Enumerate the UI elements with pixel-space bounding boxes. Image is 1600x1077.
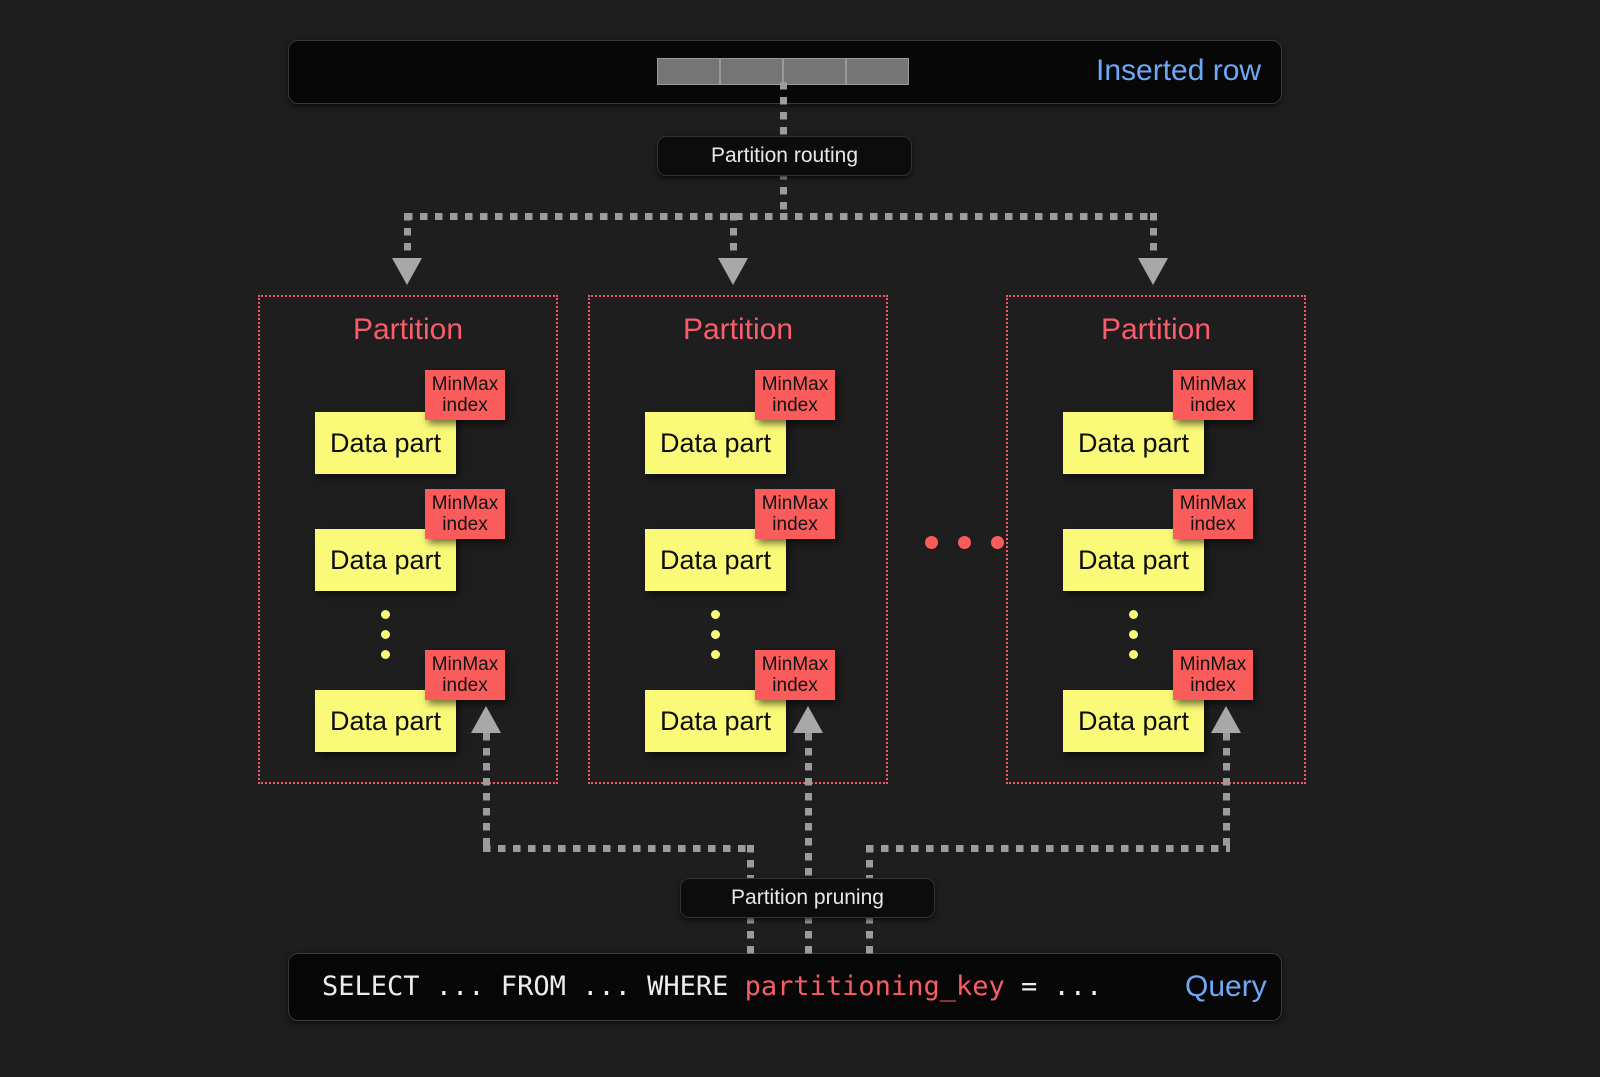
minmax-index-badge: MinMax index — [755, 489, 835, 539]
data-part: Data part — [1063, 412, 1204, 474]
minmax-line-2: index — [772, 675, 818, 696]
partition-routing-box: Partition routing — [657, 136, 912, 176]
data-part-ellipsis — [711, 610, 720, 659]
data-part: Data part — [645, 412, 786, 474]
routing-leg-1 — [404, 213, 411, 261]
partition-2: Partition — [588, 295, 888, 784]
minmax-line-2: index — [442, 395, 488, 416]
routing-leg-2 — [730, 213, 737, 261]
partition-title: Partition — [352, 313, 464, 346]
pruning-leg-3-down — [866, 845, 873, 893]
minmax-index-badge: MinMax index — [1173, 650, 1253, 700]
partition-ellipsis — [925, 536, 1004, 549]
query-text: SELECT ... FROM ... WHERE partitioning_k… — [322, 971, 1102, 1002]
query-suffix: = ... — [1004, 971, 1103, 1002]
routing-fanout-bus — [405, 213, 1157, 220]
pruning-leg-1-down — [747, 845, 754, 893]
pruning-leg-2 — [805, 733, 812, 893]
row-cell — [846, 58, 909, 85]
partition-1: Partition — [258, 295, 558, 784]
minmax-line-1: MinMax — [1179, 653, 1247, 675]
row-cell — [783, 58, 846, 85]
pruning-out-leg-3 — [866, 916, 873, 954]
pruning-out-leg-1 — [747, 916, 754, 954]
minmax-index-badge: MinMax index — [425, 370, 505, 420]
row-cell — [720, 58, 783, 85]
minmax-line-1: MinMax — [761, 492, 829, 514]
data-part: Data part — [315, 412, 456, 474]
minmax-line-2: index — [772, 514, 818, 535]
data-part: Data part — [645, 690, 786, 752]
minmax-line-1: MinMax — [1179, 373, 1247, 395]
partition-3: Partition — [1006, 295, 1306, 784]
minmax-line-1: MinMax — [1179, 492, 1247, 514]
pruning-arrow-1 — [471, 706, 501, 733]
query-label: Query — [1185, 970, 1267, 1003]
minmax-index-badge: MinMax index — [1173, 370, 1253, 420]
inserted-row-label: Inserted row — [1096, 54, 1262, 87]
data-part: Data part — [1063, 690, 1204, 752]
minmax-line-2: index — [1190, 514, 1236, 535]
data-part: Data part — [645, 529, 786, 591]
partition-title: Partition — [682, 313, 794, 346]
partition-pruning-box: Partition pruning — [680, 878, 935, 918]
minmax-line-2: index — [442, 514, 488, 535]
pruning-leg-3 — [1223, 733, 1230, 851]
minmax-line-2: index — [1190, 675, 1236, 696]
routing-arrow-2 — [718, 258, 748, 285]
pruning-out-leg-2 — [805, 916, 812, 954]
data-part: Data part — [315, 690, 456, 752]
minmax-index-badge: MinMax index — [755, 370, 835, 420]
minmax-index-badge: MinMax index — [755, 650, 835, 700]
minmax-line-1: MinMax — [761, 653, 829, 675]
data-part-ellipsis — [381, 610, 390, 659]
query-partitioning-key: partitioning_key — [744, 971, 1005, 1002]
data-part-ellipsis — [1129, 610, 1138, 659]
minmax-line-1: MinMax — [431, 653, 499, 675]
minmax-line-1: MinMax — [761, 373, 829, 395]
pruning-bus-right — [866, 845, 1230, 852]
pruning-leg-1 — [483, 733, 490, 851]
routing-arrow-3 — [1138, 258, 1168, 285]
partition-title: Partition — [1100, 313, 1212, 346]
minmax-line-2: index — [1190, 395, 1236, 416]
routing-leg-3 — [1150, 213, 1157, 261]
minmax-index-badge: MinMax index — [425, 650, 505, 700]
minmax-line-1: MinMax — [431, 492, 499, 514]
inserted-row-cells — [657, 58, 909, 85]
query-panel — [288, 953, 1282, 1021]
row-cell — [657, 58, 720, 85]
minmax-index-badge: MinMax index — [425, 489, 505, 539]
minmax-index-badge: MinMax index — [1173, 489, 1253, 539]
pruning-arrow-2 — [793, 706, 823, 733]
minmax-line-1: MinMax — [431, 373, 499, 395]
query-prefix: SELECT ... FROM ... WHERE — [322, 971, 745, 1002]
minmax-line-2: index — [442, 675, 488, 696]
routing-arrow-1 — [392, 258, 422, 285]
minmax-line-2: index — [772, 395, 818, 416]
pruning-arrow-3 — [1211, 706, 1241, 733]
data-part: Data part — [1063, 529, 1204, 591]
pruning-bus-left — [483, 845, 753, 852]
data-part: Data part — [315, 529, 456, 591]
